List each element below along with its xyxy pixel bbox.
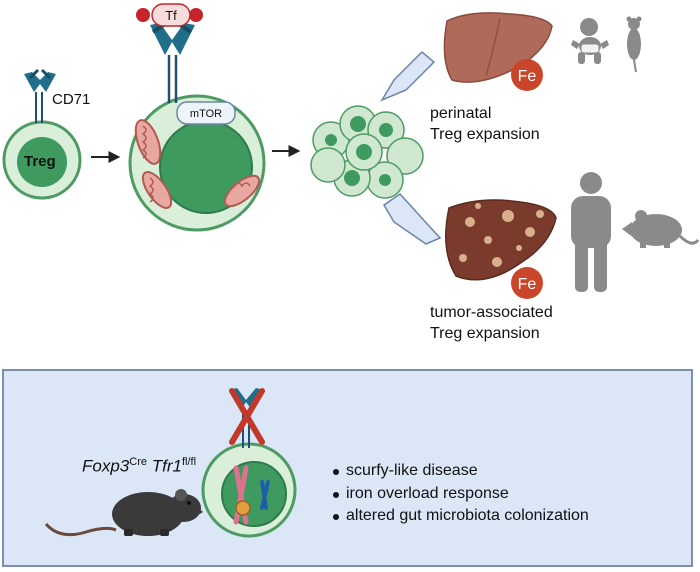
mtor-box: mTOR <box>176 101 236 125</box>
knockout-treg-cell <box>201 442 297 538</box>
gene2-name: Tfr1 <box>151 456 182 476</box>
chromosome-icon <box>233 465 270 525</box>
mitochondria-icon <box>134 119 261 209</box>
bullet-dot <box>333 514 339 520</box>
treg-label: Treg <box>24 153 56 170</box>
tumor-label-line2: Treg expansion <box>430 325 540 342</box>
perinatal-label-line1: perinatal <box>430 105 491 122</box>
phenotype-item: scurfy-like disease <box>346 462 478 479</box>
healthy-liver-icon <box>443 12 553 83</box>
tfr1-receptor-with-tf-icon <box>150 20 195 103</box>
cd71-label: CD71 <box>52 91 91 108</box>
tumor-label-line1: tumor-associated <box>430 304 553 321</box>
neonatal-mouse-icon <box>626 16 642 73</box>
tf-label: Tf <box>165 8 177 23</box>
arrow-to-perinatal <box>380 50 436 102</box>
arrow-to-tumor <box>382 193 442 245</box>
fe-label-perinatal: Fe <box>518 68 537 85</box>
mtor-label: mTOR <box>190 108 222 120</box>
infant-icon <box>571 18 609 64</box>
gene2-superscript: fl/fl <box>181 456 197 468</box>
phenotype-item: iron overload response <box>346 485 509 502</box>
cd71-receptor-icon <box>24 68 56 123</box>
transferrin-iron-icon: Tf <box>136 3 203 27</box>
adult-human-icon <box>571 172 611 292</box>
knockout-mouse-icon <box>44 489 203 537</box>
knockout-cross-icon <box>229 388 265 445</box>
fe-label-tumor: Fe <box>518 276 537 293</box>
phenotype-item: altered gut microbiota colonization <box>346 507 589 524</box>
adult-mouse-icon <box>622 210 700 248</box>
expanded-treg-cluster <box>310 105 424 199</box>
gene1-superscript: Cre <box>129 456 147 468</box>
perinatal-label-line2: Treg expansion <box>430 126 540 143</box>
knockout-panel <box>2 369 693 567</box>
iron-badge-tumor: Fe <box>511 267 543 299</box>
gene1-name: Foxp3 <box>82 456 130 476</box>
treg-cell <box>2 120 82 200</box>
bullet-dot <box>333 469 339 475</box>
bullet-dot <box>333 492 339 498</box>
tumor-liver-icon <box>445 199 557 281</box>
genotype-label: Foxp3Cre Tfr1fl/fl <box>82 456 196 477</box>
iron-badge-perinatal: Fe <box>511 59 543 91</box>
